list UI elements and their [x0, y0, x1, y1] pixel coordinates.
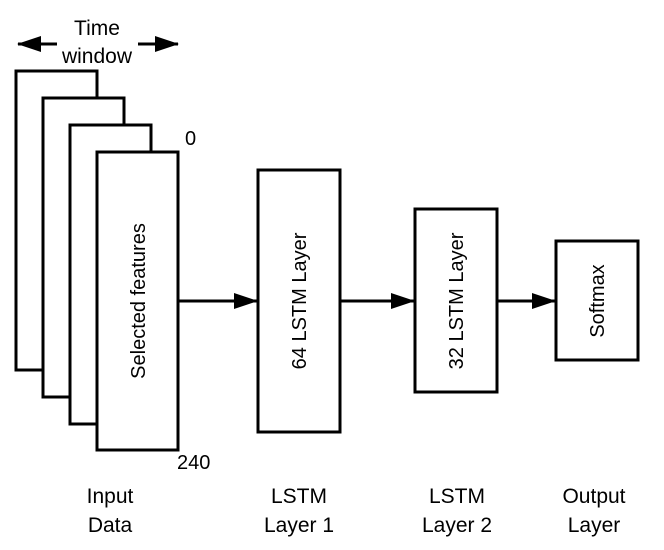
lstm1-box-label: 64 LSTM Layer [289, 232, 311, 369]
lstm2-caption-line2: Layer 2 [422, 514, 492, 537]
output-caption-line1: Output [562, 485, 625, 508]
time-window-label-line2: window [61, 45, 133, 68]
lstm1-caption-line2: Layer 1 [264, 514, 334, 537]
softmax-box [554, 239, 640, 362]
input-caption-line2: Data [88, 514, 133, 537]
input-bottom-index: 240 [177, 452, 210, 474]
input-top-index: 0 [185, 128, 196, 150]
lstm2-box-label: 32 LSTM Layer [446, 232, 468, 369]
input-frame-front [95, 150, 180, 452]
lstm2-caption-line1: LSTM [429, 485, 485, 508]
lstm1-box [256, 168, 342, 434]
lstm1-caption-line1: LSTM [271, 485, 327, 508]
input-caption-line1: Input [87, 485, 134, 508]
input-box-label: Selected features [128, 223, 150, 379]
lstm2-box [413, 207, 499, 394]
output-caption-line2: Layer [568, 514, 621, 537]
softmax-box-label: Softmax [587, 264, 609, 337]
time-window-label-line1: Time [74, 17, 120, 40]
